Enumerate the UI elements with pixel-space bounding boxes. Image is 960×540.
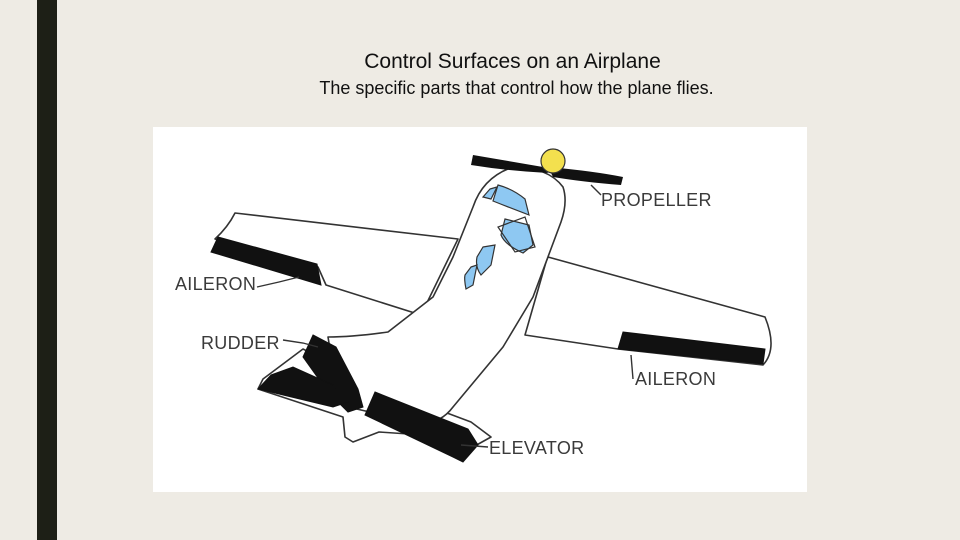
label-aileron-right: AILERON bbox=[635, 369, 716, 389]
propeller-blade-bottom bbox=[548, 167, 623, 185]
slide-subtitle: The specific parts that control how the … bbox=[319, 78, 714, 98]
cockpit-window-small bbox=[464, 264, 478, 290]
left-aileron-surface bbox=[210, 236, 322, 286]
aileron-right-leader bbox=[630, 354, 634, 380]
label-propeller: PROPELLER bbox=[601, 190, 712, 210]
airplane-illustration: PROPELLER AILERON RUDDER AILERON ELEVATO… bbox=[175, 148, 772, 463]
label-aileron-left: AILERON bbox=[175, 274, 256, 294]
aileron-left-leader bbox=[256, 276, 300, 288]
rudder-surface bbox=[302, 334, 364, 413]
cockpit-window-front bbox=[492, 184, 530, 216]
propeller-blade-top bbox=[471, 155, 548, 173]
elevator-surface bbox=[364, 391, 479, 463]
cockpit-window-rear bbox=[475, 244, 496, 276]
cockpit-window-tiny bbox=[481, 186, 499, 200]
rudder-leader bbox=[282, 339, 319, 348]
tail-fin-left-surface bbox=[257, 366, 349, 408]
propeller-leader bbox=[590, 184, 602, 196]
right-aileron-surface bbox=[617, 331, 766, 365]
airplane-diagram: PROPELLER AILERON RUDDER AILERON ELEVATO… bbox=[153, 127, 807, 492]
label-elevator: ELEVATOR bbox=[489, 438, 584, 458]
slide-accent-bar bbox=[37, 0, 57, 540]
label-rudder: RUDDER bbox=[201, 333, 280, 353]
elevator-leader bbox=[460, 444, 489, 448]
left-wing bbox=[214, 212, 459, 316]
propeller-assembly bbox=[471, 148, 623, 185]
slide-title: Control Surfaces on an Airplane bbox=[364, 50, 661, 73]
propeller-spinner bbox=[540, 148, 566, 174]
